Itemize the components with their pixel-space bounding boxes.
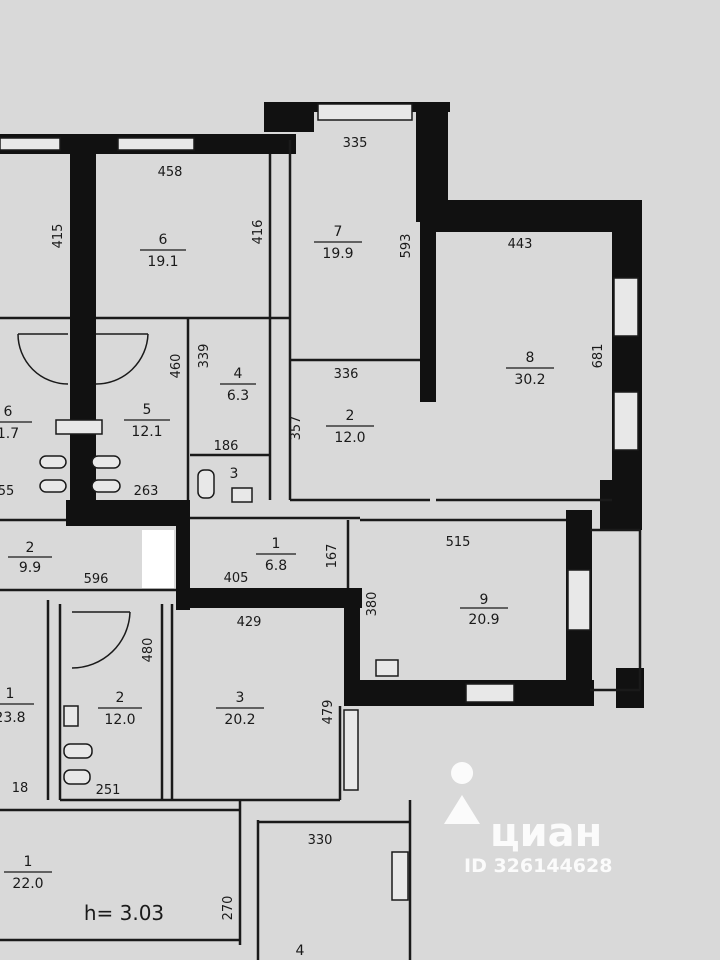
dim-label: 458 bbox=[158, 165, 183, 180]
room-number: 5 bbox=[143, 402, 152, 418]
room-area: 12.1 bbox=[131, 424, 162, 440]
watermark-brand: циан bbox=[490, 810, 602, 856]
dim-label: 443 bbox=[508, 237, 533, 252]
room-number: 9 bbox=[480, 592, 489, 608]
room-r1a: 1 6.8 bbox=[256, 536, 296, 574]
room-area: 12.0 bbox=[334, 430, 365, 446]
room-area: 19.1 bbox=[147, 254, 178, 270]
room-number: 1 bbox=[24, 854, 33, 870]
room-number: 6 bbox=[159, 232, 168, 248]
room-area: 22.0 bbox=[12, 876, 43, 892]
windows bbox=[0, 103, 639, 901]
dim-label: 336 bbox=[334, 367, 359, 382]
room-number: 4 bbox=[296, 943, 305, 959]
dim-label: 335 bbox=[343, 136, 368, 151]
room-number: 1 bbox=[6, 686, 15, 702]
room-number: 4 bbox=[234, 366, 243, 382]
dim-label: 596 bbox=[84, 572, 109, 587]
room-area: 1.7 bbox=[0, 426, 19, 442]
room-r3a: 3 bbox=[230, 466, 239, 482]
room-number: 2 bbox=[26, 540, 35, 556]
room-r7: 7 19.9 bbox=[314, 224, 362, 262]
thin-walls bbox=[0, 140, 642, 960]
dim-label: 330 bbox=[308, 833, 333, 848]
void-area bbox=[142, 530, 174, 588]
dim-label: 380 bbox=[365, 592, 380, 617]
room-r2b: 2 9.9 bbox=[8, 540, 52, 576]
dim-label: 460 bbox=[169, 354, 184, 379]
dim-label: 339 bbox=[197, 344, 212, 369]
room-number: 6 bbox=[4, 404, 13, 420]
dim-label: 479 bbox=[321, 700, 336, 725]
room-number: 1 bbox=[272, 536, 281, 552]
room-area: 20.2 bbox=[224, 712, 255, 728]
room-r8: 8 30.2 bbox=[506, 350, 554, 388]
room-number: 3 bbox=[236, 690, 245, 706]
dim-label: 515 bbox=[446, 535, 471, 550]
thick-walls bbox=[0, 102, 644, 708]
room-r6b: 6 1.7 bbox=[0, 404, 32, 442]
room-r2a: 2 12.0 bbox=[326, 408, 374, 446]
room-r5: 5 12.1 bbox=[124, 402, 170, 440]
ceiling-height: h= 3.03 bbox=[84, 901, 164, 925]
dim-label: 416 bbox=[251, 220, 266, 245]
room-number: 2 bbox=[346, 408, 355, 424]
room-r4: 4 6.3 bbox=[220, 366, 256, 404]
dim-label: 18 bbox=[12, 781, 29, 796]
dim-label: 167 bbox=[325, 544, 340, 569]
fixtures bbox=[39, 419, 399, 785]
dim-label: 681 bbox=[591, 344, 606, 369]
dim-label: 405 bbox=[224, 571, 249, 586]
dim-label: 593 bbox=[399, 234, 414, 259]
dim-label: 263 bbox=[134, 484, 159, 499]
dim-label: 415 bbox=[51, 224, 66, 249]
room-labels: 6 19.1 7 19.9 8 30.2 6 1.7 5 12.1 4 6.3 bbox=[0, 224, 554, 959]
room-r4b: 4 bbox=[296, 943, 305, 959]
room-number: 8 bbox=[526, 350, 535, 366]
room-area: 6.8 bbox=[265, 558, 287, 574]
room-area: 30.2 bbox=[514, 372, 545, 388]
watermark: циан ID 326144628 bbox=[444, 762, 612, 877]
room-r3b: 3 20.2 bbox=[216, 690, 264, 728]
room-area: 23.8 bbox=[0, 710, 26, 726]
room-area: 20.9 bbox=[468, 612, 499, 628]
room-area: 9.9 bbox=[19, 560, 41, 576]
room-r9: 9 20.9 bbox=[460, 592, 508, 628]
dim-label: 480 bbox=[141, 638, 156, 663]
room-number: 7 bbox=[334, 224, 343, 240]
room-r1c: 1 22.0 bbox=[4, 854, 52, 892]
room-r2c: 2 12.0 bbox=[98, 690, 142, 728]
room-r1b: 1 23.8 bbox=[0, 686, 34, 726]
dim-label: 270 bbox=[221, 896, 236, 921]
room-r6a: 6 19.1 bbox=[140, 232, 186, 270]
room-area: 12.0 bbox=[104, 712, 135, 728]
room-area: 6.3 bbox=[227, 388, 249, 404]
dim-label: 55 bbox=[0, 484, 14, 499]
watermark-id: ID 326144628 bbox=[464, 855, 612, 877]
dim-label: 186 bbox=[214, 439, 239, 454]
dim-label: 429 bbox=[237, 615, 262, 630]
map-pin-icon bbox=[444, 762, 480, 824]
dim-label: 251 bbox=[96, 783, 121, 798]
dim-label: 357 bbox=[289, 416, 304, 441]
door-swings bbox=[17, 333, 149, 669]
room-area: 19.9 bbox=[322, 246, 353, 262]
room-number: 3 bbox=[230, 466, 239, 482]
dimension-labels: 335 458 415 416 593 443 681 460 339 336 … bbox=[0, 136, 606, 920]
room-number: 2 bbox=[116, 690, 125, 706]
